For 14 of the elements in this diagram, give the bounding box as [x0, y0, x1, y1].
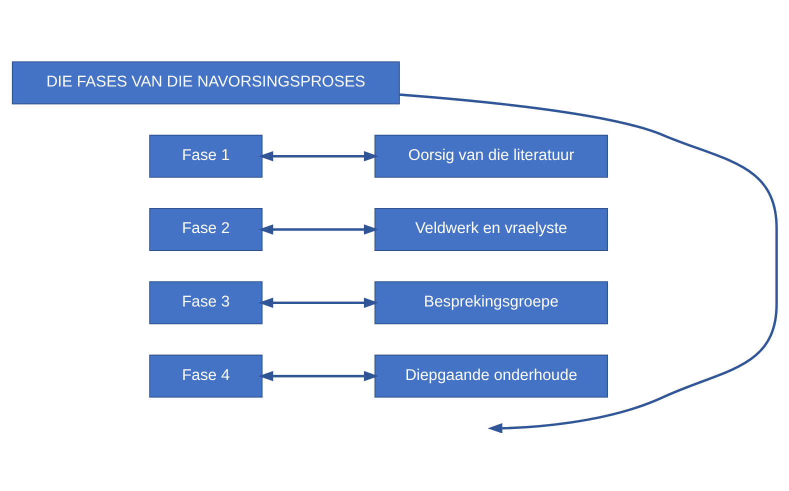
arrow: [399, 93, 778, 433]
arrow: [258, 370, 379, 382]
node-box: Fase 4: [149, 354, 263, 398]
arrow: [258, 151, 379, 162]
node-box: Besprekingsgroepe: [374, 281, 608, 324]
node-box: DIE FASES VAN DIE NAVORSINGSPROSES: [12, 61, 400, 104]
node-box: Fase 1: [149, 134, 263, 178]
node-box: Fase 2: [149, 208, 263, 252]
arrow: [258, 224, 379, 235]
arrow: [258, 298, 379, 308]
node-box: Veldwerk en vraelyste: [374, 208, 608, 252]
node-box: Diepgaande onderhoude: [374, 354, 608, 398]
node-box: Oorsig van die literatuur: [374, 134, 608, 178]
node-box: Fase 3: [149, 281, 263, 324]
